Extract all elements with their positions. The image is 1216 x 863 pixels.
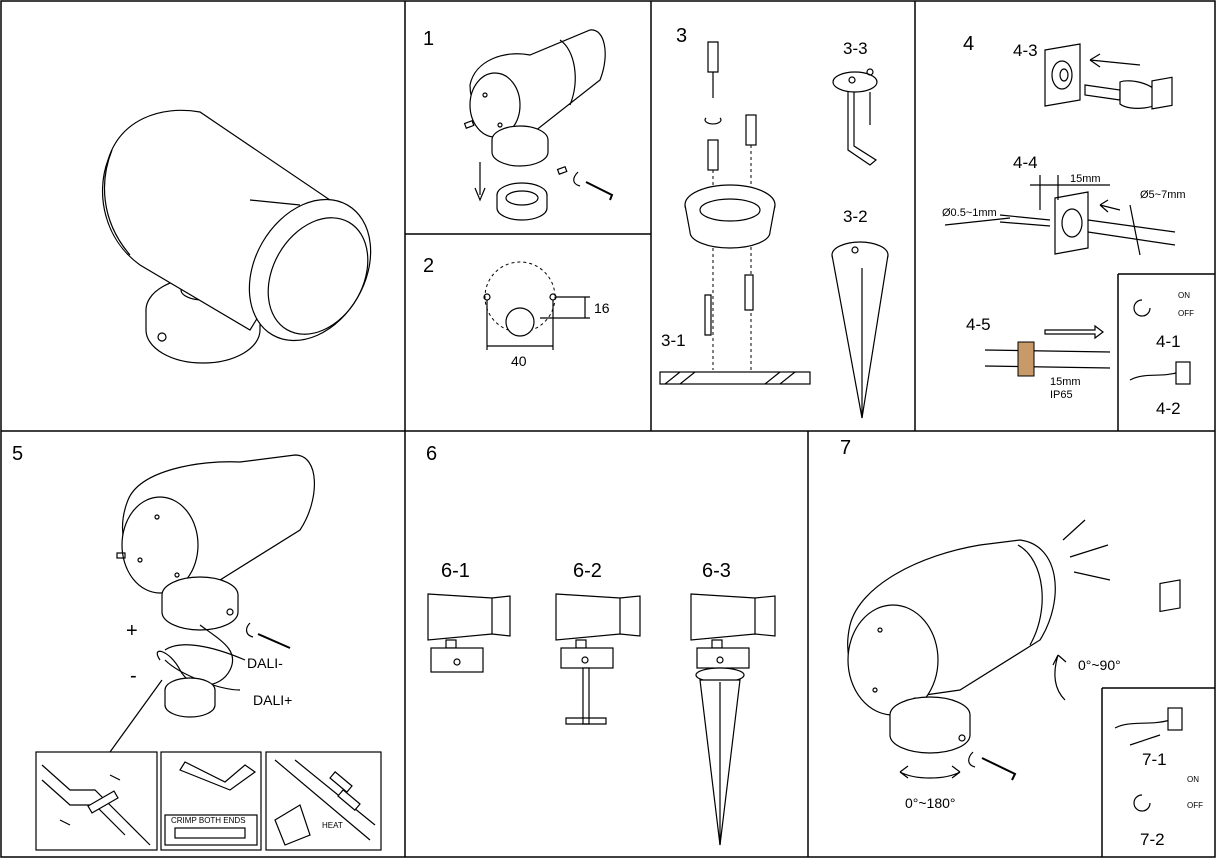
panel-4: 4 4-3 4-4 4-5 15mm Ø0.5~1mm Ø5~7mm 15mm … xyxy=(942,33,1186,401)
tilt-label: 0°~90° xyxy=(1078,657,1121,673)
dim-width-label: 40 xyxy=(511,353,527,369)
sub-6-3-label: 6-3 xyxy=(702,560,731,582)
power-plug-icon xyxy=(1129,371,1181,381)
panel-3-label: 3 xyxy=(676,25,687,47)
sub-4-5-label: 4-5 xyxy=(966,315,991,334)
panel-6-label: 6 xyxy=(426,443,437,465)
panel-3: 3 3-3 3-2 3-1 xyxy=(659,25,889,419)
crimp-label: CRIMP BOTH ENDS xyxy=(171,816,246,825)
power-switch-icon xyxy=(1159,579,1181,613)
panel-5: 5 + - DALI- DALI+ CRIMP BOTH ENDS HEAT xyxy=(12,443,382,851)
switch-on-label: ON xyxy=(1178,291,1190,300)
panel-1: 1 xyxy=(423,28,614,221)
sub-4-3-label: 4-3 xyxy=(1013,41,1038,60)
panel-7: 7 0°~90° 0°~180° 7-1 ON OFF 7-2 xyxy=(840,437,1203,849)
sub-7-2-label: 7-2 xyxy=(1140,830,1165,849)
power-switch-icon xyxy=(1151,76,1173,110)
sub-6-1-label: 6-1 xyxy=(441,560,470,582)
dim-wire-label: Ø0.5~1mm xyxy=(942,207,997,219)
seal-ring xyxy=(1017,341,1035,377)
sub-4-2-label: 4-2 xyxy=(1156,399,1181,418)
screwdriver-icon xyxy=(1084,84,1121,101)
sub-3-1-label: 3-1 xyxy=(661,331,686,350)
panel-2-label: 2 xyxy=(423,255,434,277)
set-screw-icon xyxy=(157,332,167,342)
dim-cable-label: Ø5~7mm xyxy=(1140,189,1186,201)
minus-label: - xyxy=(130,665,137,687)
sub-7-1-label: 7-1 xyxy=(1142,750,1167,769)
switch-on-label-7: ON xyxy=(1187,775,1199,784)
sub-4-1-label: 4-1 xyxy=(1156,332,1181,351)
dim-height-label: 16 xyxy=(594,300,610,316)
rotate-label: 0°~180° xyxy=(905,795,956,811)
panel-1-label: 1 xyxy=(423,28,434,50)
sub-4-4-label: 4-4 xyxy=(1013,153,1038,172)
switch-off-label: OFF xyxy=(1178,309,1194,318)
panel-4-label: 4 xyxy=(963,33,974,55)
panel-6: 6 6-1 6-2 6-3 xyxy=(426,443,776,846)
dali-minus-label: DALI- xyxy=(247,655,283,671)
panel-4-side: ON OFF 4-1 4-2 xyxy=(1129,76,1194,418)
plus-label: + xyxy=(126,620,138,642)
sub-6-2-label: 6-2 xyxy=(573,560,602,582)
screwdriver-icon xyxy=(707,41,719,73)
panel-5-label: 5 xyxy=(12,443,23,465)
product-overview xyxy=(101,109,372,364)
dali-plus-label: DALI+ xyxy=(253,692,292,708)
dim-strip-label: 15mm xyxy=(1070,173,1101,185)
heat-label: HEAT xyxy=(322,821,343,830)
rating-label: IP65 xyxy=(1050,389,1073,401)
dim-strip-2-label: 15mm xyxy=(1050,376,1081,388)
switch-off-label-7: OFF xyxy=(1187,801,1203,810)
sub-3-2-label: 3-2 xyxy=(843,207,868,226)
power-plug-icon xyxy=(1114,719,1171,729)
sub-3-3-label: 3-3 xyxy=(843,39,868,58)
heat-gun-icon xyxy=(274,804,311,846)
panel-7-label: 7 xyxy=(840,437,851,459)
panel-2: 2 40 16 xyxy=(423,255,610,369)
